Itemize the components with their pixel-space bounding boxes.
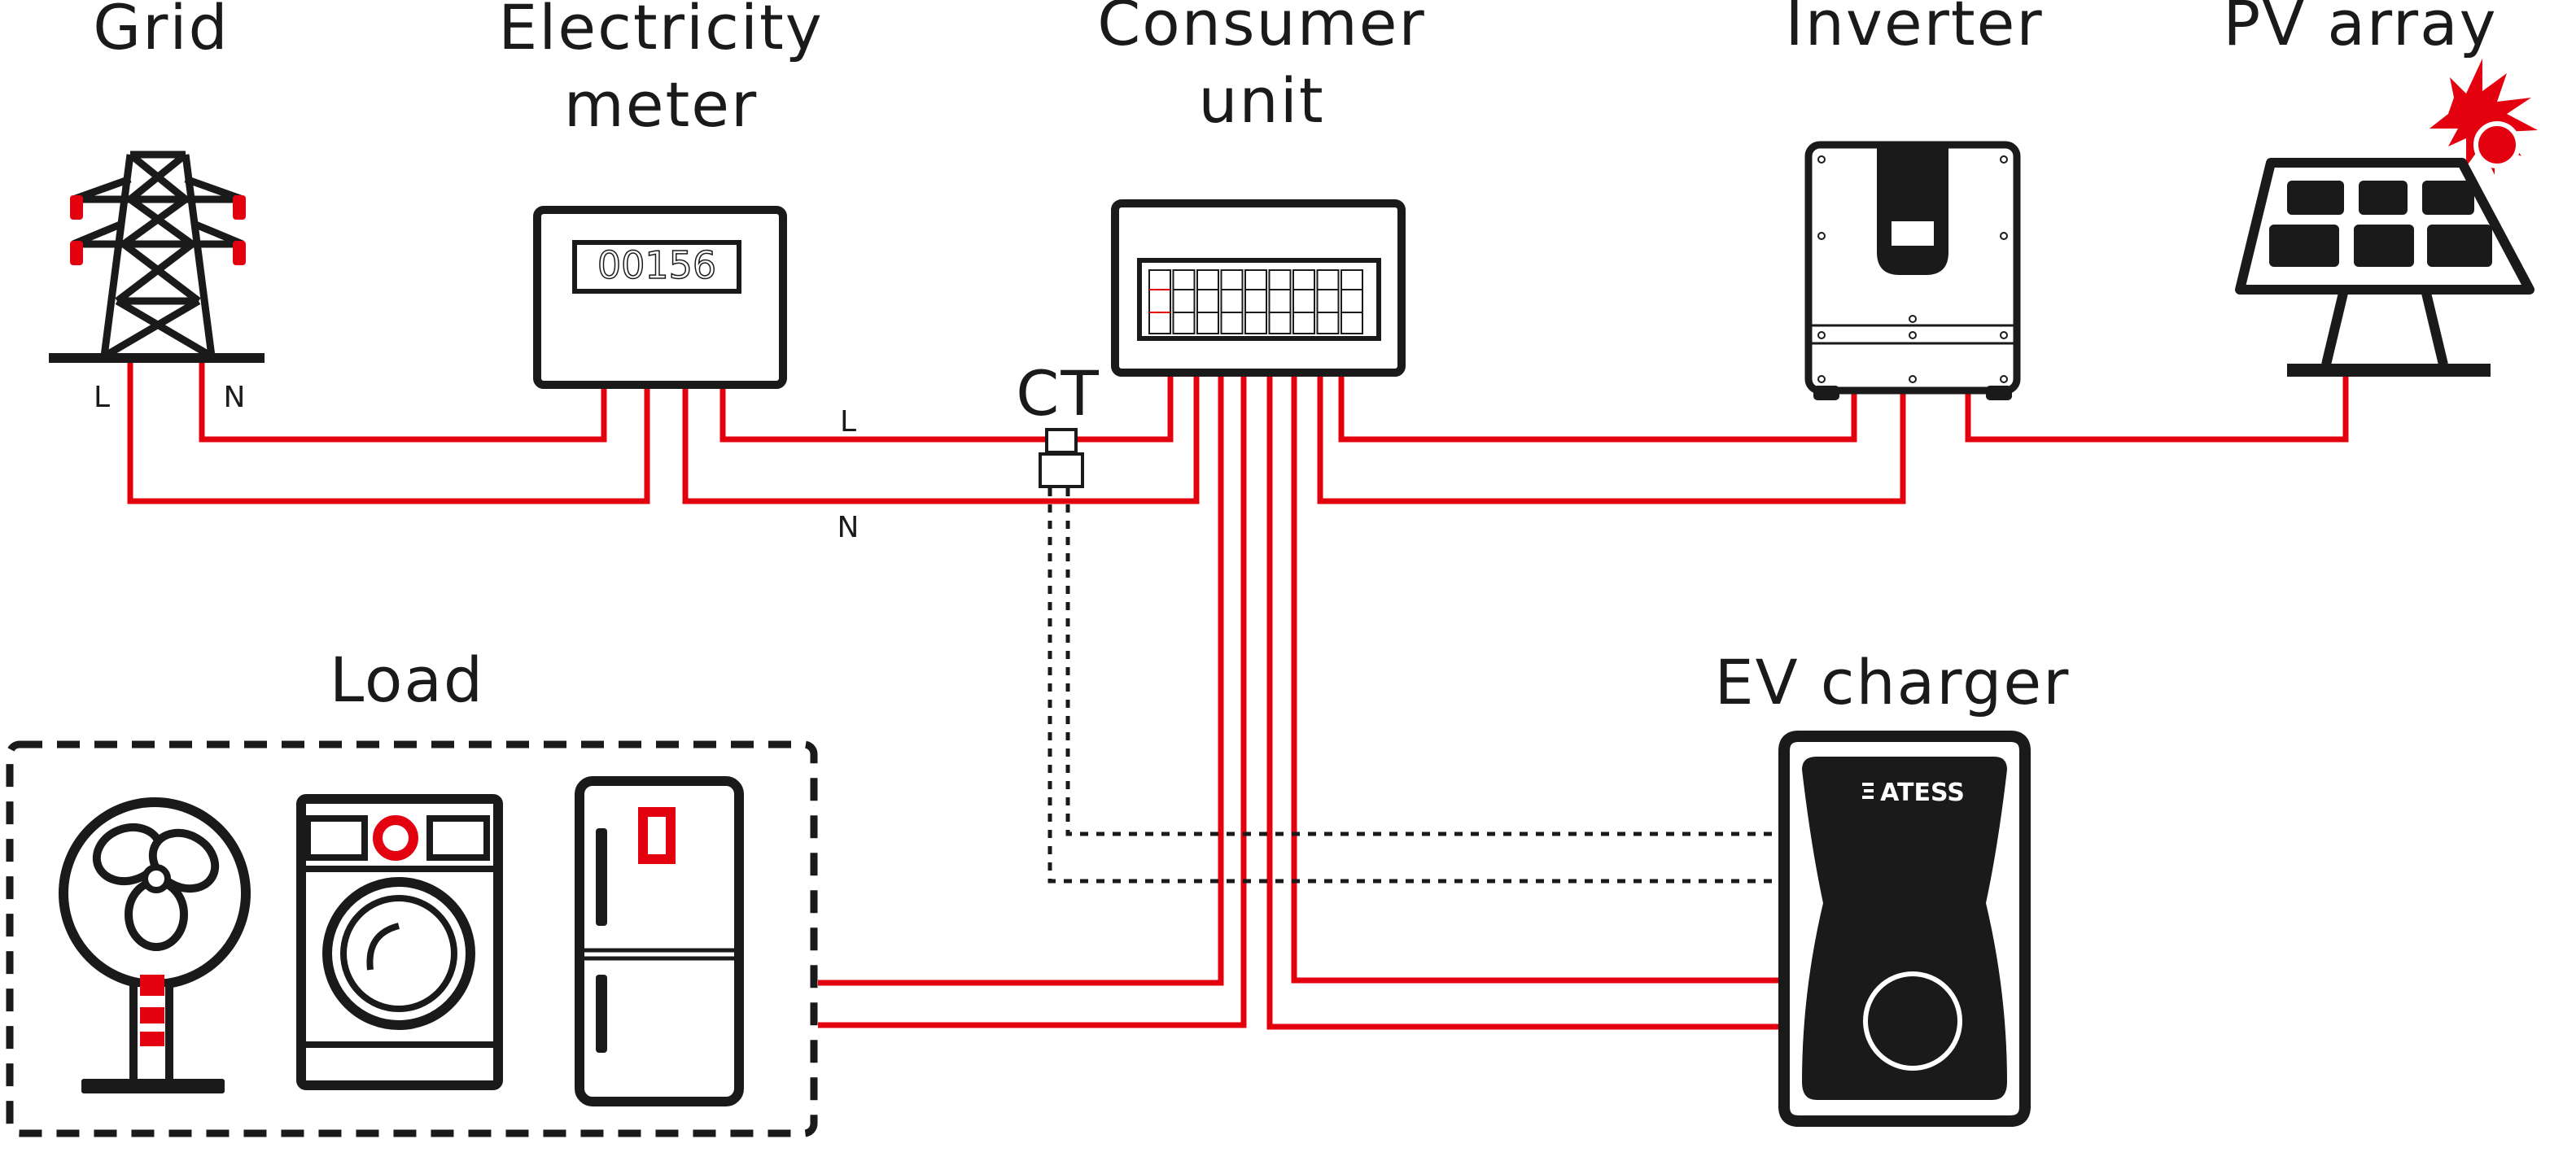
fridge-icon [575,776,744,1106]
line-n-label: N [838,511,859,544]
grid-pylon-icon [49,151,265,363]
breaker-module [1220,269,1244,334]
grid-n-label: N [224,381,246,414]
breaker-module [1340,269,1363,334]
load-title: Load [330,644,484,716]
breaker-module [1316,269,1340,334]
red-wiring [127,338,2349,1030]
ev-charger-icon [1778,731,2031,1127]
grid-l-label: L [94,381,110,414]
inverter-icon [1804,141,2021,400]
line-l-label: L [840,405,856,439]
meter-title-line2: meter [564,68,759,141]
breaker-module [1268,269,1292,334]
ev-brand-logo: ATESS [1880,779,1965,807]
grid-title: Grid [93,0,230,63]
pv-array-title: PV array [2223,0,2497,59]
meter-title-line1: Electricity [498,0,824,63]
ct-title: CT [1016,357,1100,430]
inverter-title: Inverter [1785,0,2043,59]
fan-icon [59,797,251,1093]
consumer-unit-icon [1111,199,1406,377]
washing-machine-icon [296,794,503,1090]
electricity-meter-icon [533,206,787,389]
ct-sensor [1039,428,1787,884]
consumer-unit-title-line1: Consumer [1097,0,1426,59]
pv-array-icon [2235,59,2538,377]
breaker-module [1148,269,1171,334]
meter-reading: 00156 [597,243,716,287]
breaker-module [1196,269,1219,334]
load-group-box [6,740,818,1137]
breaker-module [1172,269,1196,334]
breaker-module [1244,269,1267,334]
ev-charger-title: EV charger [1715,646,2071,718]
consumer-unit-title-line2: unit [1198,64,1324,137]
breaker-module [1292,269,1315,334]
